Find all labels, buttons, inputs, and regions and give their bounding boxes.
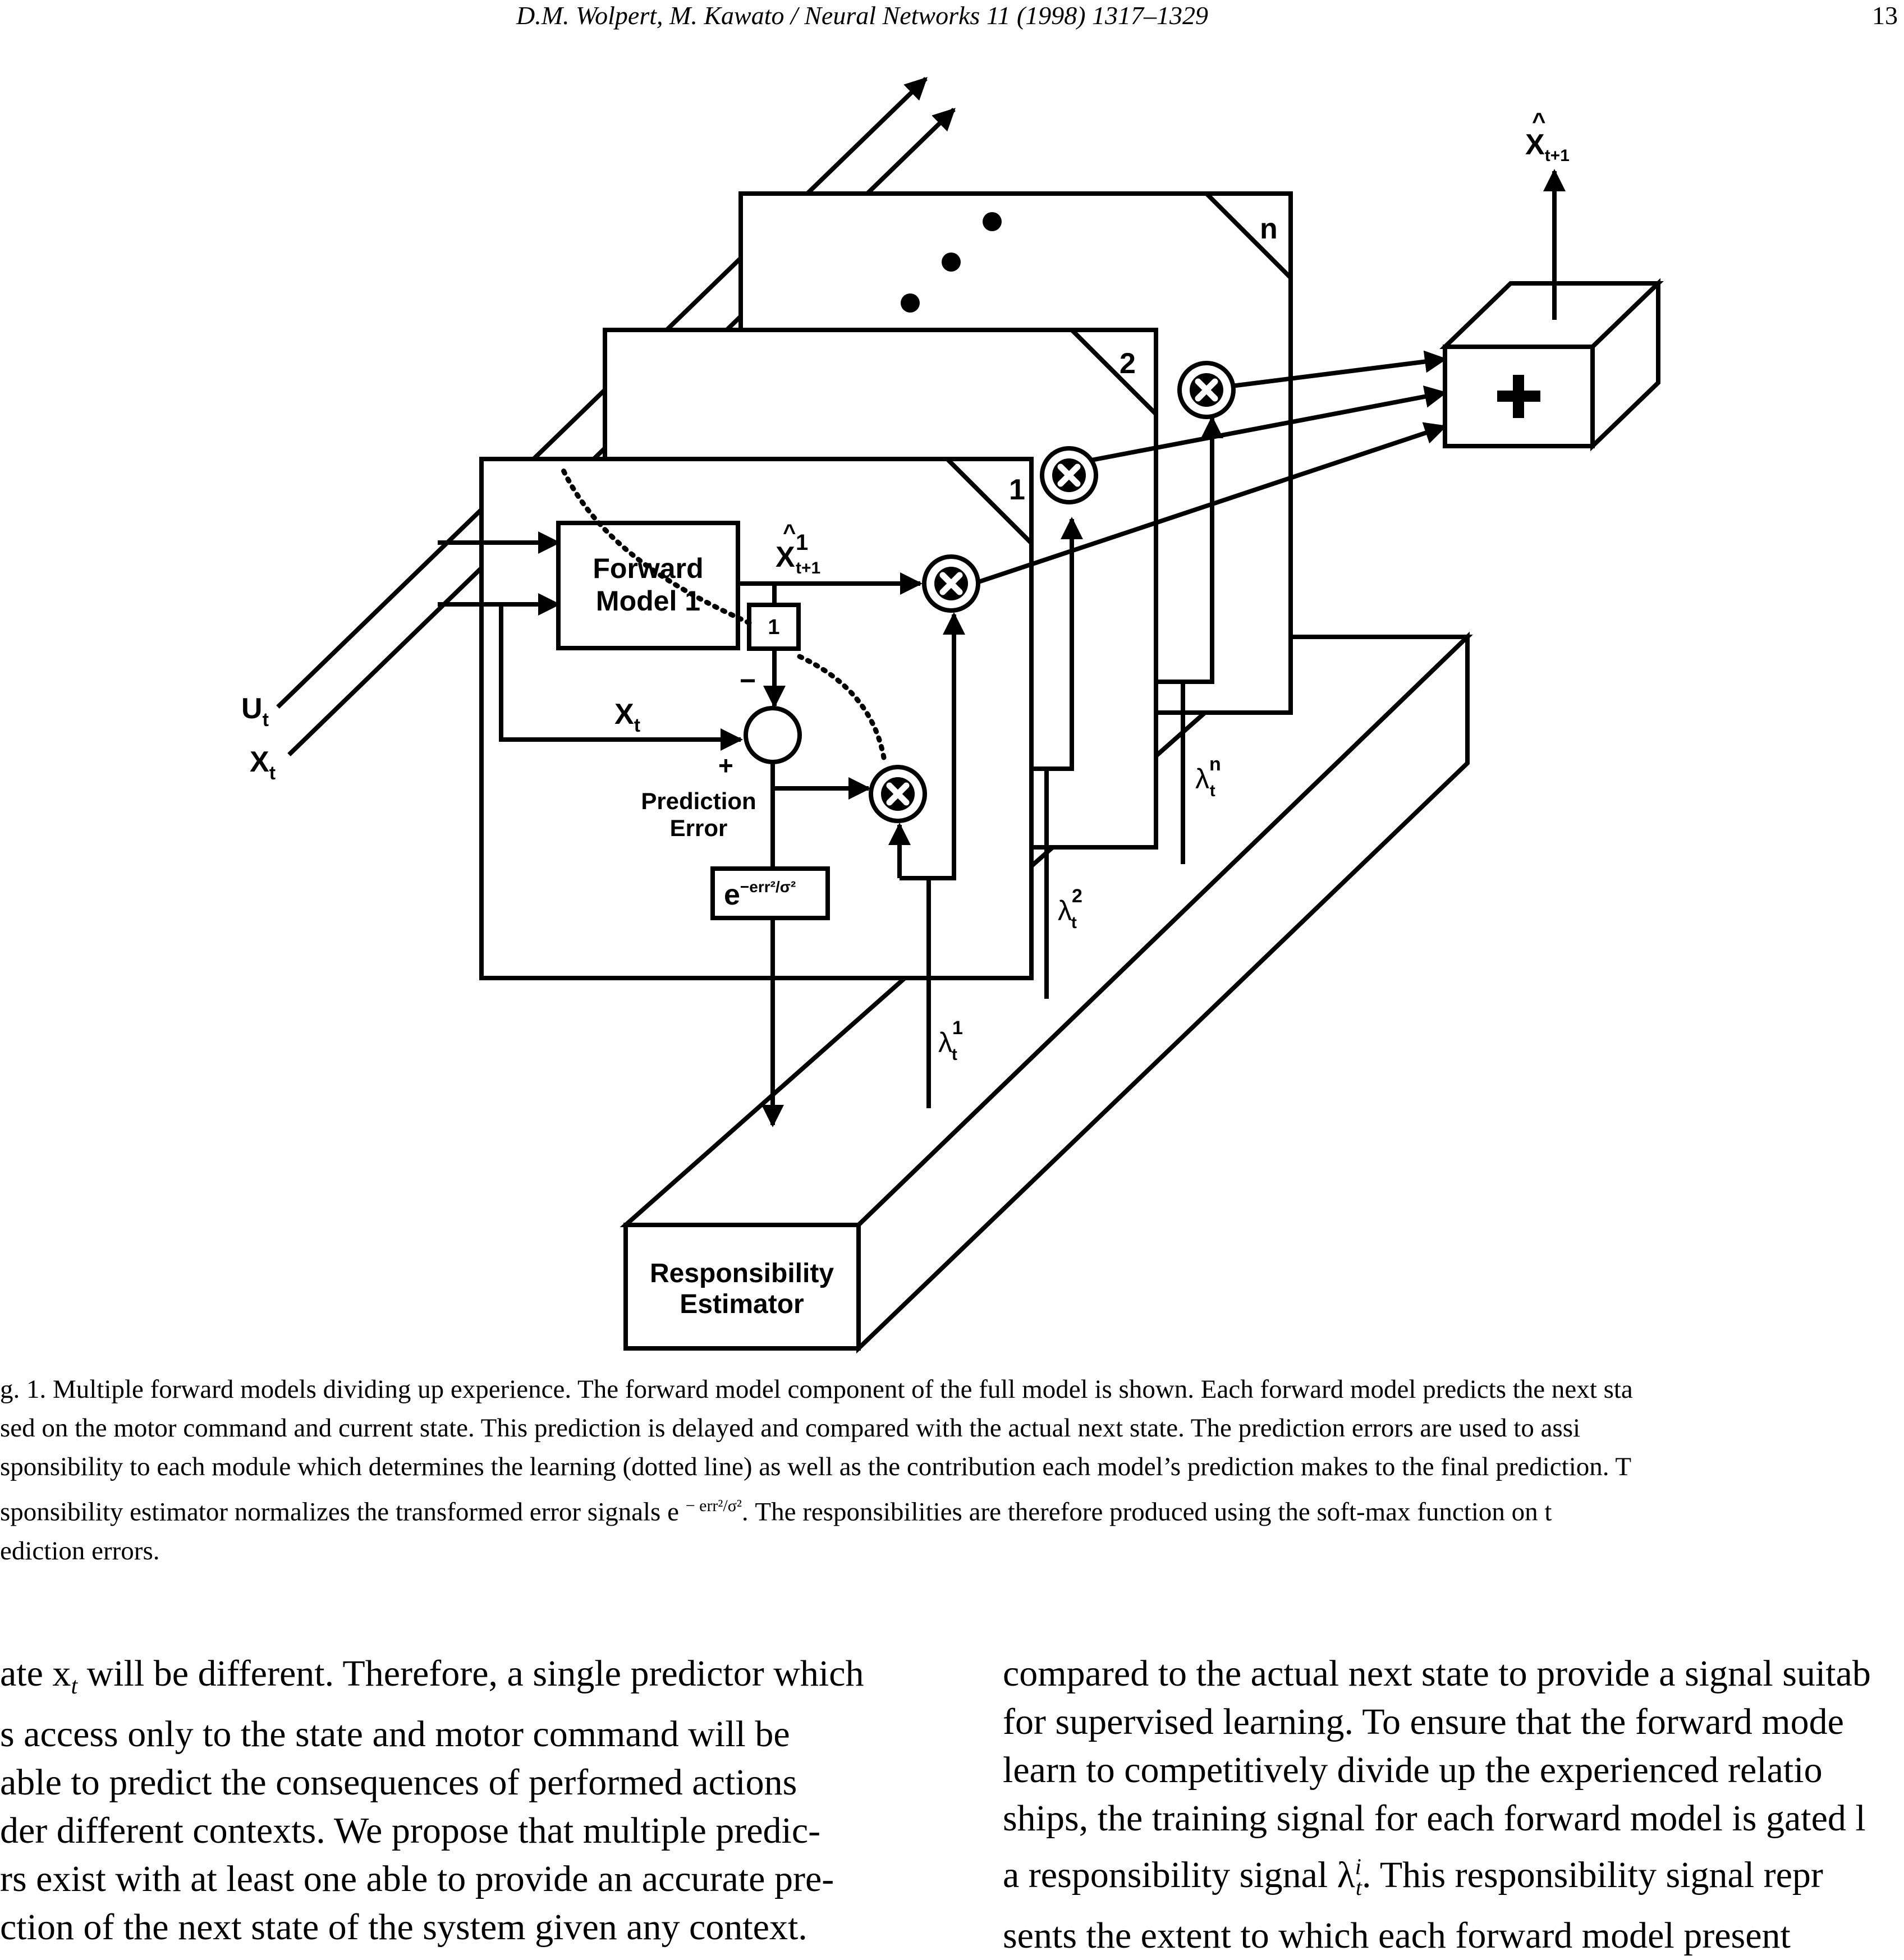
caption-line-4: sponsibility estimator normalizes the tr… bbox=[0, 1497, 1552, 1527]
body-column-right: compared to the actual next state to pro… bbox=[1003, 1650, 1904, 1960]
output-label: Xt+1 bbox=[1525, 128, 1570, 165]
label-x: Xt bbox=[250, 746, 276, 784]
learning-dotted-1 bbox=[558, 463, 752, 626]
learning-dotted-2 bbox=[797, 654, 887, 760]
sum-plus bbox=[1497, 375, 1540, 418]
right-line-1: compared to the actual next state to pro… bbox=[1003, 1653, 1871, 1694]
running-header: D.M. Wolpert, M. Kawato / Neural Network… bbox=[516, 1, 1209, 30]
ellipsis-dots bbox=[901, 212, 1002, 313]
page-number: 13 bbox=[1872, 1, 1898, 30]
output-hat: ^ bbox=[1532, 108, 1546, 134]
responsibility-box bbox=[623, 1223, 861, 1351]
right-line-6: sents the extent to which each forward m… bbox=[1003, 1915, 1791, 1957]
left-line-4: der different contexts. We propose that … bbox=[0, 1810, 821, 1852]
comparator bbox=[744, 706, 802, 764]
right-line-2: for supervised learning. To ensure that … bbox=[1003, 1701, 1844, 1742]
module-label-1: 1 bbox=[1009, 474, 1025, 506]
transform-box bbox=[710, 866, 830, 920]
figure-caption: g. 1. Multiple forward models dividing u… bbox=[0, 1370, 1904, 1571]
right-line-5: a responsibility signal λit. This respon… bbox=[1003, 1854, 1823, 1901]
right-line-4: ships, the training signal for each forw… bbox=[1003, 1798, 1866, 1839]
module-label-2: 2 bbox=[1120, 347, 1136, 380]
transform-label: e−err²/σ² bbox=[724, 878, 796, 911]
prediction-label: X bbox=[776, 541, 795, 573]
caption-line-5: ediction errors. bbox=[0, 1536, 160, 1566]
left-line-3: able to predict the consequences of perf… bbox=[0, 1762, 797, 1803]
responsibility-line1: Responsibility bbox=[650, 1259, 834, 1288]
corner-n bbox=[1205, 192, 1292, 279]
plus-sign: + bbox=[718, 751, 733, 780]
left-line-2: s access only to the state and motor com… bbox=[0, 1714, 790, 1755]
prediction-sub: t+1 bbox=[796, 559, 820, 577]
prediction-error-line2: Error bbox=[670, 815, 728, 841]
corner-1 bbox=[946, 457, 1033, 545]
caption-line-3: sponsibility to each module which determ… bbox=[0, 1452, 1632, 1481]
left-line-5: rs exist with at least one able to provi… bbox=[0, 1858, 834, 1900]
body-column-left: ate xt will be different. Therefore, a s… bbox=[0, 1650, 909, 1952]
corner-2 bbox=[1070, 328, 1158, 416]
forward-model-line1: Forward bbox=[593, 553, 703, 584]
responsibility-line2: Estimator bbox=[680, 1289, 804, 1319]
prediction-sup: 1 bbox=[796, 530, 808, 555]
left-line-6: ction of the next state of the system gi… bbox=[0, 1907, 808, 1948]
caption-line-1: g. 1. Multiple forward models dividing u… bbox=[0, 1375, 1633, 1404]
prediction-error-line1: Prediction bbox=[641, 788, 756, 814]
forward-models-diagram: Ut Xt Forward Model 1 ^ X 1 t+1 1 − + Xt… bbox=[241, 77, 1664, 1354]
delay-label: 1 bbox=[768, 616, 779, 639]
forward-model-box bbox=[556, 521, 740, 650]
module-label-n: n bbox=[1260, 213, 1278, 245]
left-line-1: ate xt will be different. Therefore, a s… bbox=[0, 1653, 864, 1700]
minus-sign: − bbox=[740, 665, 756, 696]
input-line-u bbox=[276, 77, 928, 709]
forward-model-line2: Model 1 bbox=[596, 585, 700, 617]
prediction-hat: ^ bbox=[783, 520, 796, 545]
caption-line-2: sed on the motor command and current sta… bbox=[0, 1413, 1581, 1443]
state-label: Xt bbox=[614, 698, 640, 736]
label-u: Ut bbox=[241, 692, 269, 731]
right-line-3: learn to competitively divide up the exp… bbox=[1003, 1750, 1823, 1791]
